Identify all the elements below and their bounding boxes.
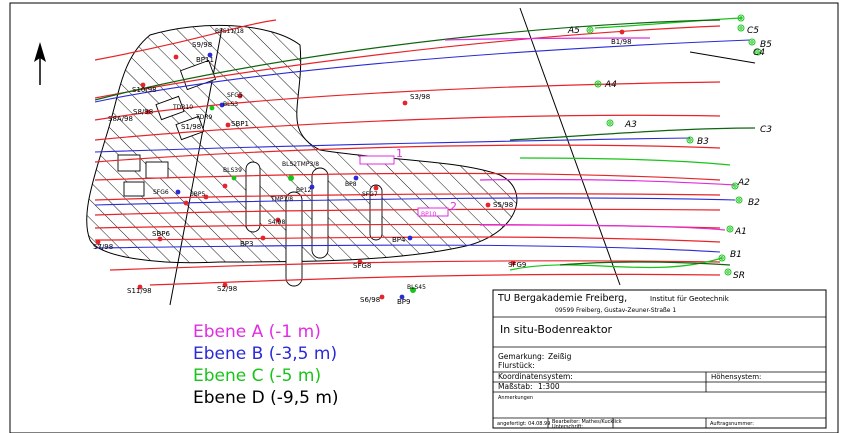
label-s6: S6/98 [360, 296, 380, 304]
label-b3: B3 [697, 137, 709, 147]
tb-flurstueck-label: Flurstück: [498, 361, 535, 370]
label-bp3: BP3 [240, 240, 253, 248]
label-zone-1: 1 [396, 147, 403, 160]
label-b5: B5 [760, 40, 772, 50]
label-s10: S10/98 [132, 86, 157, 94]
label-a3: A3 [624, 120, 637, 130]
title-block: TU Bergakademie Freiberg, Institut für G… [492, 289, 827, 430]
label-s2: S2/98 [217, 285, 237, 293]
well-markers [95, 29, 625, 300]
tb-massstab-value: 1:300 [538, 382, 560, 391]
label-b1: B1 [730, 250, 742, 260]
label-s9: S9/98 [192, 41, 212, 49]
label-a2: A2 [737, 178, 750, 188]
tb-koord-label: Koordinatensystem: [498, 372, 573, 381]
label-a5: A5 [567, 26, 580, 36]
label-s3: S3/98 [410, 93, 430, 101]
label-bls39: BLS39 [223, 167, 242, 174]
label-c5: C5 [747, 26, 759, 36]
tb-project: In situ-Bodenreaktor [500, 323, 613, 336]
legend: Ebene A (-1 m) Ebene B (-3,5 m) Ebene C … [193, 322, 339, 408]
tb-institute: Institut für Geotechnik [650, 295, 730, 303]
label-tmp3: TMP3/8 [296, 161, 319, 168]
dark-green-lines [94, 19, 756, 266]
north-arrow-icon [34, 42, 46, 85]
tb-massstab-label: Maßstab: [498, 382, 533, 391]
label-sfg7: SFG7 [362, 191, 378, 198]
label-sr: SR [733, 271, 745, 281]
label-s8a: S8A/98 [108, 115, 133, 123]
label-b2: B2 [748, 198, 760, 208]
tb-angefertigt: angefertigt: 04.08.99 [497, 421, 550, 427]
map-labels: S9/98 BPS11/18 BP11 S10/98 TDR10 TDR9 SF… [93, 28, 632, 306]
label-bp12: BP12 [296, 187, 312, 194]
green-lines [509, 17, 743, 271]
magenta-lines [444, 37, 736, 231]
legend-ebene-c: Ebene C (-5 m) [193, 366, 321, 386]
tb-hoehen-label: Höhensystem: [711, 373, 761, 381]
label-sfg8: SFG8 [353, 262, 371, 270]
profile-labels: A5 C5 B5 C4 A4 A3 C3 B3 A2 B2 A1 B1 SR [567, 26, 772, 281]
monitoring-well-icons [586, 14, 762, 276]
label-bps11: BPS11/18 [215, 28, 244, 35]
tb-gemarkung-value: Zeißig [548, 352, 572, 361]
tb-institution: TU Bergakademie Freiberg, [497, 293, 627, 304]
label-c4: C4 [753, 48, 765, 58]
tb-bearbeiter: Bearbeiter: Mathes/Kucklick [552, 419, 622, 425]
tb-anmerkungen-label: Anmerkungen [498, 395, 533, 401]
label-zone-2: 2 [450, 200, 457, 213]
label-s5: S5/98 [493, 201, 513, 209]
label-tdr10: TDR10 [172, 104, 193, 111]
legend-ebene-b: Ebene B (-3,5 m) [193, 344, 337, 364]
zone-2-marker [417, 207, 449, 217]
tb-auftrag: Auftragsnummer: [710, 421, 754, 427]
label-s1: S1/98 [181, 123, 201, 131]
legend-ebene-d: Ebene D (-9,5 m) [193, 388, 339, 408]
boundary-line [689, 51, 756, 64]
label-bp8: BP8 [345, 181, 357, 188]
label-c3: C3 [760, 125, 772, 135]
label-sbp5: SBP5 [190, 191, 206, 198]
label-s8: S8/98 [133, 108, 153, 116]
drawing-frame [9, 2, 839, 433]
label-bls45: BLS45 [407, 284, 426, 291]
tb-unterschrift: Unterschrift: [552, 424, 584, 430]
label-b1-98: B1/98 [611, 38, 632, 46]
label-s4: S4/98 [268, 219, 285, 226]
tb-gemarkung-label: Gemarkung: [498, 352, 544, 361]
label-sfg6: SFG6 [153, 189, 169, 196]
label-bp10: BP10 [421, 211, 437, 218]
label-tdr9: TDR9 [195, 114, 212, 121]
zone-1-marker [359, 155, 395, 165]
tb-address: 09599 Freiberg, Gustav-Zeuner-Straße 1 [555, 307, 676, 314]
label-s7: S7/98 [93, 243, 113, 251]
label-sfg5: SFG5 [227, 92, 243, 99]
label-bls3: BLS3 [223, 101, 238, 108]
label-bls2: BLS2 [282, 161, 297, 168]
label-bp9: BP9 [397, 298, 410, 306]
label-sbp6: SBP6 [152, 230, 170, 238]
label-tmp1: TMP1/8 [270, 196, 293, 203]
label-sbp1: SBP1 [231, 120, 249, 128]
label-s11: S11/98 [127, 287, 152, 295]
label-a4: A4 [604, 80, 617, 90]
red-lines [94, 19, 721, 286]
structure-blocks [117, 59, 383, 287]
label-bp11: BP11 [196, 56, 214, 64]
label-bp4: BP4 [392, 236, 406, 244]
label-a1: A1 [734, 227, 747, 237]
label-sfg9: SFG9 [508, 261, 526, 269]
legend-ebene-a: Ebene A (-1 m) [193, 322, 321, 342]
